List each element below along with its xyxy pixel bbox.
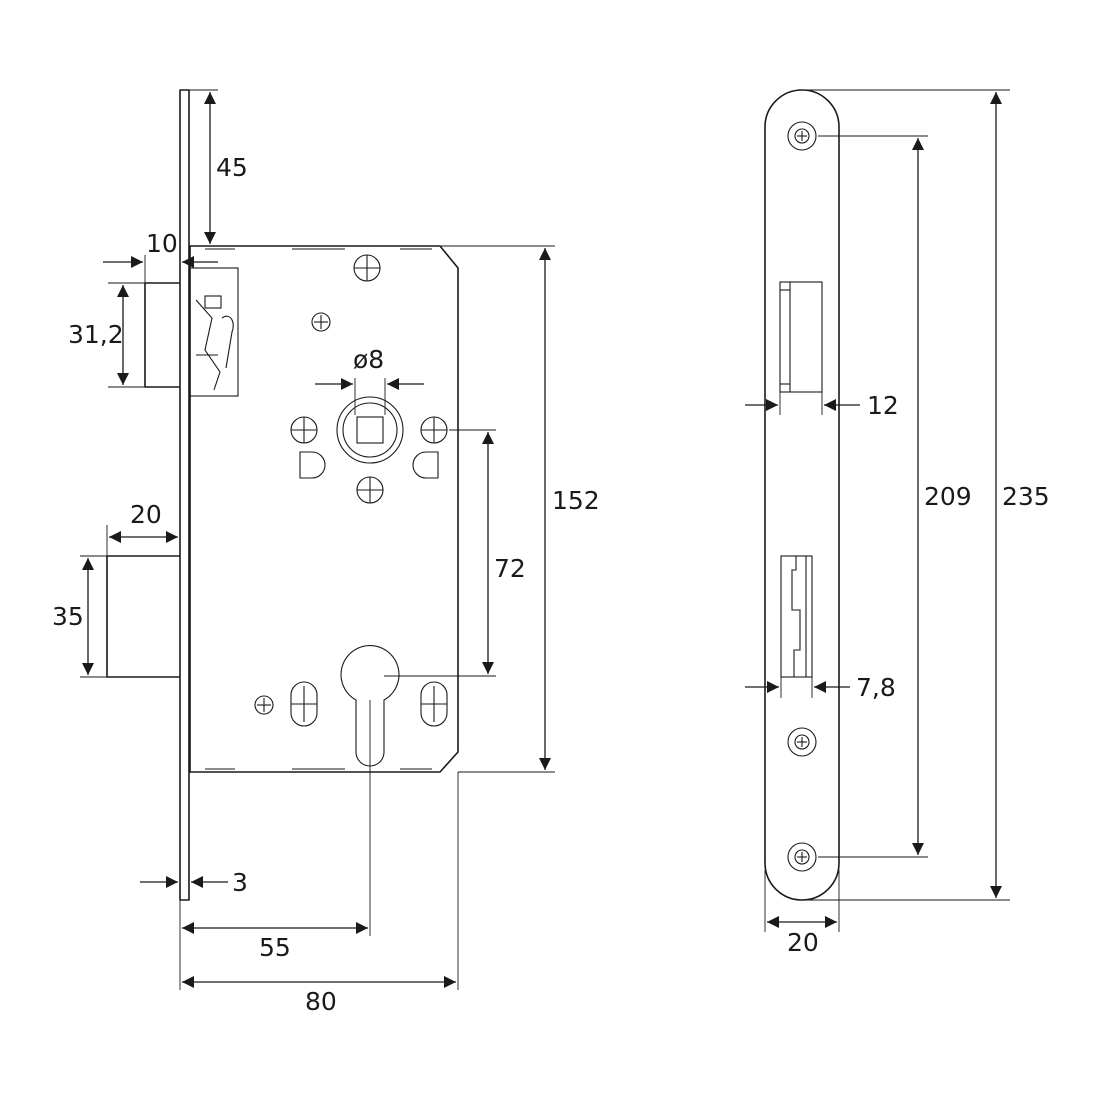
dim-label-35: 35 (52, 602, 84, 631)
faceplate-screw-top-icon (787, 121, 817, 151)
dim-label-31-2: 31,2 (68, 320, 124, 349)
faceplate-extension-lines (764, 89, 1010, 932)
dim-label-12: 12 (867, 391, 899, 420)
dim-label-235: 235 (1002, 482, 1050, 511)
d-slot-right (412, 451, 439, 479)
faceplate-plate (764, 89, 840, 901)
hub-hole-right (420, 416, 448, 444)
phillips-screw-icon (311, 312, 331, 332)
faceplate-dimension-lines (745, 92, 1002, 928)
dim-label-72: 72 (494, 554, 526, 583)
lock-extension-lines (80, 89, 555, 990)
latch-bolt (144, 267, 239, 397)
case-edge-tabs (205, 248, 432, 770)
faceplate-screw-middle-icon (787, 727, 817, 757)
bolt-opening (780, 555, 813, 678)
cylinder-cutout (340, 645, 400, 767)
dim-label-45: 45 (216, 153, 248, 182)
dim-label-7-8: 7,8 (856, 673, 896, 702)
faceplate-screw-bottom-icon (787, 842, 817, 872)
bottom-slot-left (290, 681, 318, 727)
d-slot-left (299, 451, 326, 479)
top-mounting-hole (353, 254, 381, 282)
faceplate-side (179, 89, 190, 901)
lock-dimension-lines (82, 92, 551, 988)
dim-label-80: 80 (305, 987, 337, 1016)
latch-opening (779, 281, 823, 393)
bottom-left-screw-icon (254, 695, 274, 715)
dim-label-152: 152 (552, 486, 600, 515)
dim-label-55: 55 (259, 933, 291, 962)
dim-label-20-plate: 20 (787, 928, 819, 957)
dim-label-20-bolt: 20 (130, 500, 162, 529)
dim-label-10: 10 (146, 229, 178, 258)
hub-hole-left (290, 416, 318, 444)
faceplate-front-view: 12 209 235 7,8 20 (745, 89, 1050, 957)
spindle-hub (336, 378, 404, 464)
lock-case (189, 245, 459, 773)
dim-label-d8: ø8 (353, 345, 384, 374)
dim-label-209: 209 (924, 482, 972, 511)
hub-hole-bottom (356, 476, 384, 504)
dim-label-3: 3 (232, 868, 248, 897)
lock-body-view: 45 10 31,2 ø8 152 72 20 35 3 55 80 (52, 89, 600, 1016)
dead-bolt (106, 555, 184, 678)
bottom-slot-right (420, 681, 448, 727)
